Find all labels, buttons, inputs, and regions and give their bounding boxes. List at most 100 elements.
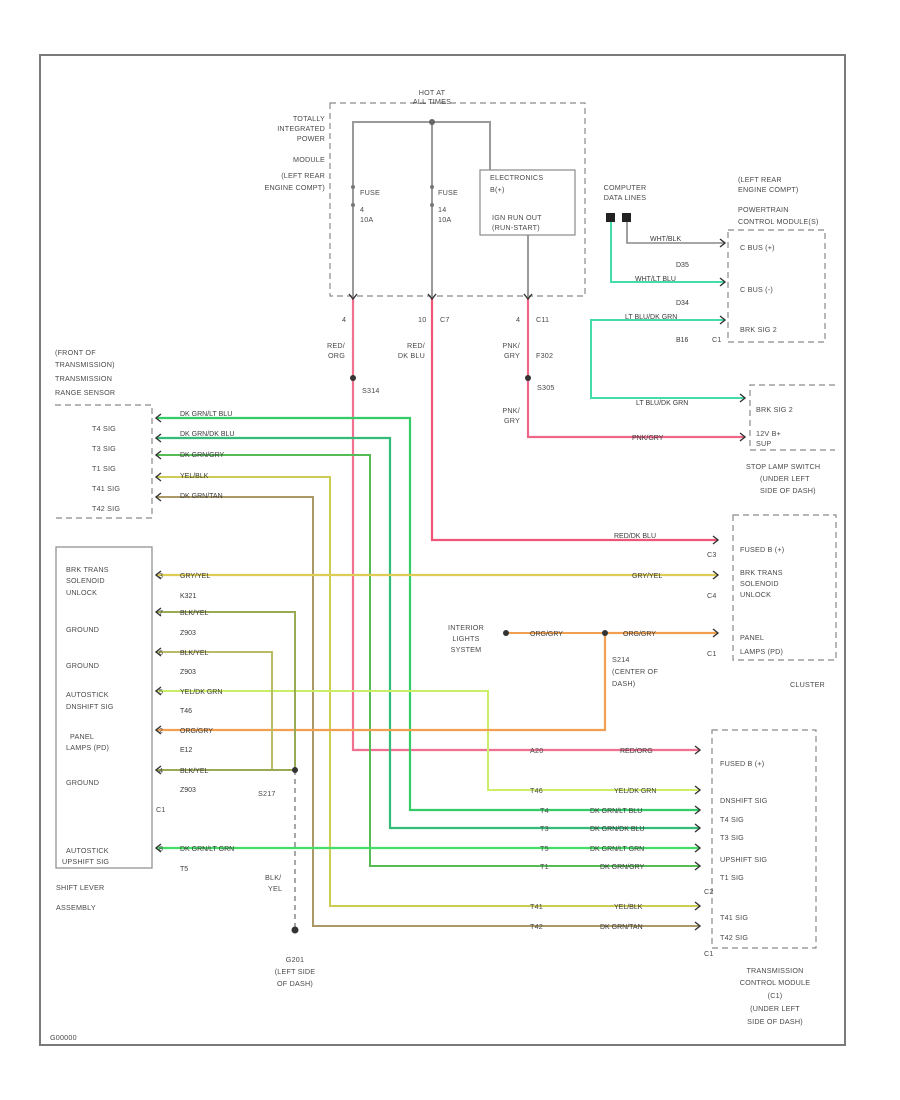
shift-wire-11: BLK/YEL [180, 768, 209, 775]
pcm-w4: D34 [676, 300, 689, 307]
tcm-code-6: T1 [540, 862, 549, 871]
tcm-title-2: CONTROL MODULE [740, 978, 810, 987]
ground-wire-1: BLK/ [265, 873, 281, 882]
shift-pin-10: GROUND [66, 778, 99, 787]
shift-wire-2: K321 [180, 593, 196, 600]
shift-pin-1: BRK TRANS [66, 565, 109, 574]
tcm-code-3: T4 [540, 806, 549, 815]
interior-splice-1: S214 [612, 655, 630, 664]
ground-label-1: G201 [286, 955, 304, 964]
shift-pin-9: LAMPS (PD) [66, 743, 109, 752]
trs-title-2: TRANSMISSION) [55, 360, 115, 369]
ground-label-3: OF DASH) [277, 979, 313, 988]
wire-ground-2 [156, 651, 273, 770]
stoplamp-title-1: STOP LAMP SWITCH [746, 462, 820, 471]
shift-pin-4: GROUND [66, 625, 99, 634]
connector-chevron [719, 238, 727, 248]
wire-t1 [156, 454, 700, 867]
shift-pin-11: AUTOSTICK [66, 846, 109, 855]
s3-label: S305 [537, 383, 555, 392]
tcm-wire-7: YEL/BLK [614, 904, 643, 911]
pcm-box [727, 229, 826, 343]
shift-wire-12: Z903 [180, 787, 196, 794]
pcm-w1: WHT/BLK [650, 236, 681, 243]
pdm-pin-c: 4 [516, 315, 520, 324]
ground-g201 [291, 926, 299, 934]
shift-pin-7: DNSHIFT SIG [66, 702, 114, 711]
tcm-wire-3: DK GRN/LT BLU [590, 808, 642, 815]
pcm-w6: B16 [676, 337, 689, 344]
shift-title-2: ASSEMBLY [56, 903, 96, 912]
relay-label-1: ELECTRONICS [490, 173, 543, 182]
pdm-relay [479, 169, 576, 236]
connector-chevron [712, 535, 720, 545]
wire-org-gry-panel [156, 631, 718, 732]
connector-chevron [154, 450, 162, 460]
tcm-code-2: T46 [530, 786, 543, 795]
computer-label-2: DATA LINES [604, 193, 646, 202]
interior-node [503, 630, 509, 636]
wire-cbus-minus [626, 218, 725, 244]
stoplamp-p1: BRK SIG 2 [756, 405, 793, 414]
tcm-code-1: A20 [530, 746, 543, 755]
shift-wire-3: BLK/YEL [180, 610, 209, 617]
wire-red-org [351, 298, 700, 752]
cluster-box [732, 514, 837, 661]
wire-ground-1 [156, 611, 296, 770]
pcm-p2: C BUS (-) [740, 285, 773, 294]
stoplamp-p2-1: 12V B+ [756, 429, 781, 438]
tcm-pin-8: T42 SIG [720, 933, 748, 942]
tcm-pin-2: DNSHIFT SIG [720, 796, 768, 805]
wire-red-dkblu [430, 298, 718, 542]
pcm-w2: D35 [676, 262, 689, 269]
cluster-p2-3: UNLOCK [740, 590, 771, 599]
tcm-pin-7: T41 SIG [720, 913, 748, 922]
s3-wire2-2: GRY [504, 416, 520, 425]
tcm-pin-6: T1 SIG [720, 873, 744, 882]
connector-chevron [712, 570, 720, 580]
connector-arrows [154, 238, 747, 931]
tcm-wire-2: YEL/DK GRN [614, 788, 656, 795]
shift-title-1: SHIFT LEVER [56, 883, 104, 892]
s3-wire-1: PNK/ [502, 341, 520, 350]
pcm-title-4: CONTROL MODULE(S) [738, 217, 819, 226]
wire-t46 [156, 690, 700, 791]
shift-pin-2: SOLENOID [66, 576, 105, 585]
wire-t4 [156, 416, 700, 812]
wire-t42 [156, 496, 700, 927]
cluster-c3: C3 [707, 550, 717, 559]
wire-cbus-plus [610, 218, 725, 283]
shift-pinnum-1: 3 [159, 571, 163, 580]
pcm-title-2: ENGINE COMPT) [738, 185, 799, 194]
tcm-title-1: TRANSMISSION [746, 966, 803, 975]
pcm-p1: C BUS (+) [740, 243, 775, 252]
shift-pin-8: PANEL [70, 732, 94, 741]
shift-pinnum-2: 7 [159, 608, 163, 617]
shift-pin-3: UNLOCK [66, 588, 97, 597]
connector-chevron [154, 647, 162, 657]
tcm-code-8: T42 [530, 922, 543, 931]
splice-s217 [292, 767, 298, 773]
pdm-title-3: POWER [297, 134, 325, 143]
connector-chevron [154, 472, 162, 482]
shift-wire-10: E12 [180, 747, 193, 754]
shift-wire-4: Z903 [180, 630, 196, 637]
connector-chevron [154, 725, 162, 735]
data-line-node-2 [622, 213, 631, 222]
wire-t3 [156, 436, 700, 830]
connector-chevron [154, 570, 162, 580]
pcm-p3: BRK SIG 2 [740, 325, 777, 334]
interior-splice-3: DASH) [612, 679, 635, 688]
splice-s214 [602, 630, 608, 636]
s1-wire-1: RED/ [327, 341, 345, 350]
relay-label-3: IGN RUN OUT [492, 213, 542, 222]
cluster-wire-lamps: ORG/GRY [623, 631, 656, 638]
cluster-wire-top: RED/DK BLU [614, 533, 656, 540]
connector-chevron [348, 293, 358, 301]
pcm-title-3: POWERTRAIN [738, 205, 789, 214]
interior-title-3: SYSTEM [451, 645, 482, 654]
s3-code: F302 [536, 351, 553, 360]
pdm-pin-a: 4 [342, 315, 346, 324]
shift-wire-14: T5 [180, 866, 188, 873]
